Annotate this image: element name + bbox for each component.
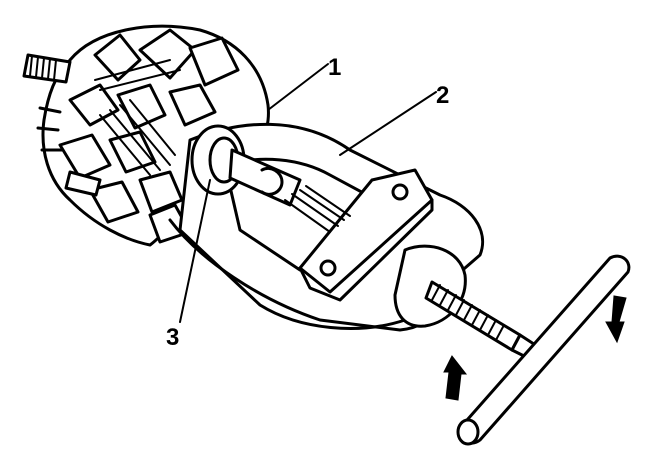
leader-2 (339, 91, 437, 156)
up-arrow-icon (443, 355, 468, 401)
callout-1: 1 (328, 54, 342, 81)
leader-3 (179, 179, 211, 323)
callout-2: 2 (436, 82, 450, 109)
armature (22, 24, 270, 247)
shaft-threads (284, 185, 351, 233)
down-arrow-icon (605, 295, 627, 344)
forcing-screw (424, 254, 631, 446)
callout-3: 3 (166, 324, 180, 351)
leader-1 (267, 63, 329, 111)
bearing-collar (190, 124, 302, 207)
